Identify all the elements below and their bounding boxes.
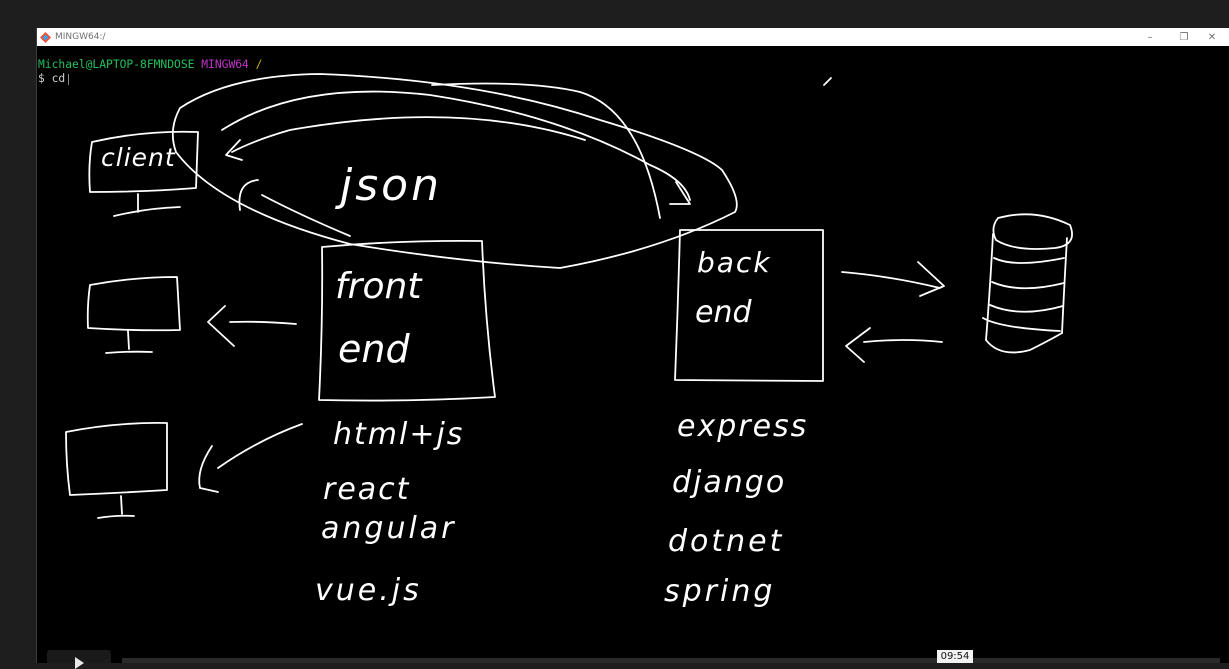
prompt-system: MINGW64 — [201, 58, 249, 71]
monitor-2-base — [97, 514, 135, 519]
maximize-icon: ❐ — [1179, 31, 1189, 43]
prompt-user-host: Michael@LAPTOP-8FMNDOSE — [38, 58, 195, 71]
json-label: json — [335, 160, 442, 211]
close-icon: ✕ — [1207, 31, 1217, 43]
arrow-db-to-backend — [863, 339, 943, 343]
monitor-2 — [65, 422, 168, 519]
monitor-1-base — [105, 350, 153, 354]
minimize-button[interactable]: – — [1132, 28, 1168, 46]
backend-tech-3: spring — [664, 574, 775, 609]
backend-tech-1: django — [672, 465, 786, 500]
monitor-2-screen — [65, 422, 168, 496]
title-bar[interactable]: MINGW64:/ – ❐ ✕ — [37, 28, 1229, 46]
arrow-frontend-to-monitor1 — [229, 320, 297, 325]
arrow-frontend-to-monitor2 — [217, 423, 303, 469]
prompt-symbol: $ — [38, 72, 45, 85]
frontend-label-2: end — [338, 327, 410, 371]
minimize-icon: – — [1147, 31, 1153, 43]
backend-tech-2: dotnet — [668, 524, 784, 559]
text-cursor — [68, 73, 70, 85]
backend-tech-0: express — [677, 409, 808, 444]
terminal-window[interactable]: MINGW64:/ – ❐ ✕ Michael@LAPTOP-8FMNDOSE … — [36, 28, 1229, 663]
client-box — [88, 130, 199, 193]
json-curve-inner — [261, 194, 351, 237]
progress-bar[interactable] — [122, 658, 1220, 663]
frontend-label-1: front — [335, 266, 423, 307]
backend-label-2: end — [695, 295, 752, 330]
command-input[interactable]: cd — [51, 72, 66, 85]
backend-label-1: back — [697, 246, 772, 279]
json-curve-left — [238, 179, 259, 211]
client-device — [88, 130, 199, 217]
arrow-backend-to-client — [221, 90, 691, 201]
monitor-1 — [86, 276, 181, 354]
backend-box — [674, 229, 824, 382]
close-button[interactable]: ✕ — [1194, 28, 1229, 46]
prompt-path: / — [255, 58, 263, 71]
database-right — [1061, 237, 1068, 334]
database-top — [992, 213, 1073, 250]
play-icon — [75, 657, 84, 669]
monitor-1-stand — [127, 330, 130, 350]
database-left — [985, 233, 994, 341]
arrow-json-return — [231, 116, 586, 153]
client-base — [113, 206, 181, 217]
frontend-tech-0: html+js — [333, 417, 464, 452]
frontend-box — [318, 239, 496, 402]
arrow-backend-to-db — [841, 271, 941, 289]
git-bash-icon — [40, 31, 51, 43]
database-bottom — [985, 332, 1063, 354]
backend-node — [674, 229, 824, 382]
frontend-tech-2: angular — [321, 511, 457, 546]
terminal-output[interactable]: Michael@LAPTOP-8FMNDOSE MINGW64 / $ cd — [38, 58, 262, 86]
frontend-tech-3: vue.js — [315, 573, 422, 608]
window-title: MINGW64:/ — [55, 32, 106, 42]
monitor-2-stand — [120, 495, 123, 515]
maximize-button[interactable]: ❐ — [1166, 28, 1202, 46]
client-label: client — [101, 143, 176, 172]
arrows — [171, 73, 945, 493]
monitor-1-screen — [86, 276, 181, 332]
loop-client-to-backend — [171, 73, 738, 269]
play-button[interactable] — [47, 650, 111, 669]
database — [982, 213, 1073, 354]
handwritten-labels: client json front end back end html+js r… — [101, 143, 808, 609]
json-loop-tail — [431, 82, 661, 219]
stray-mark — [823, 77, 832, 86]
frontend-tech-1: react — [323, 472, 410, 507]
frontend-node — [318, 239, 496, 402]
